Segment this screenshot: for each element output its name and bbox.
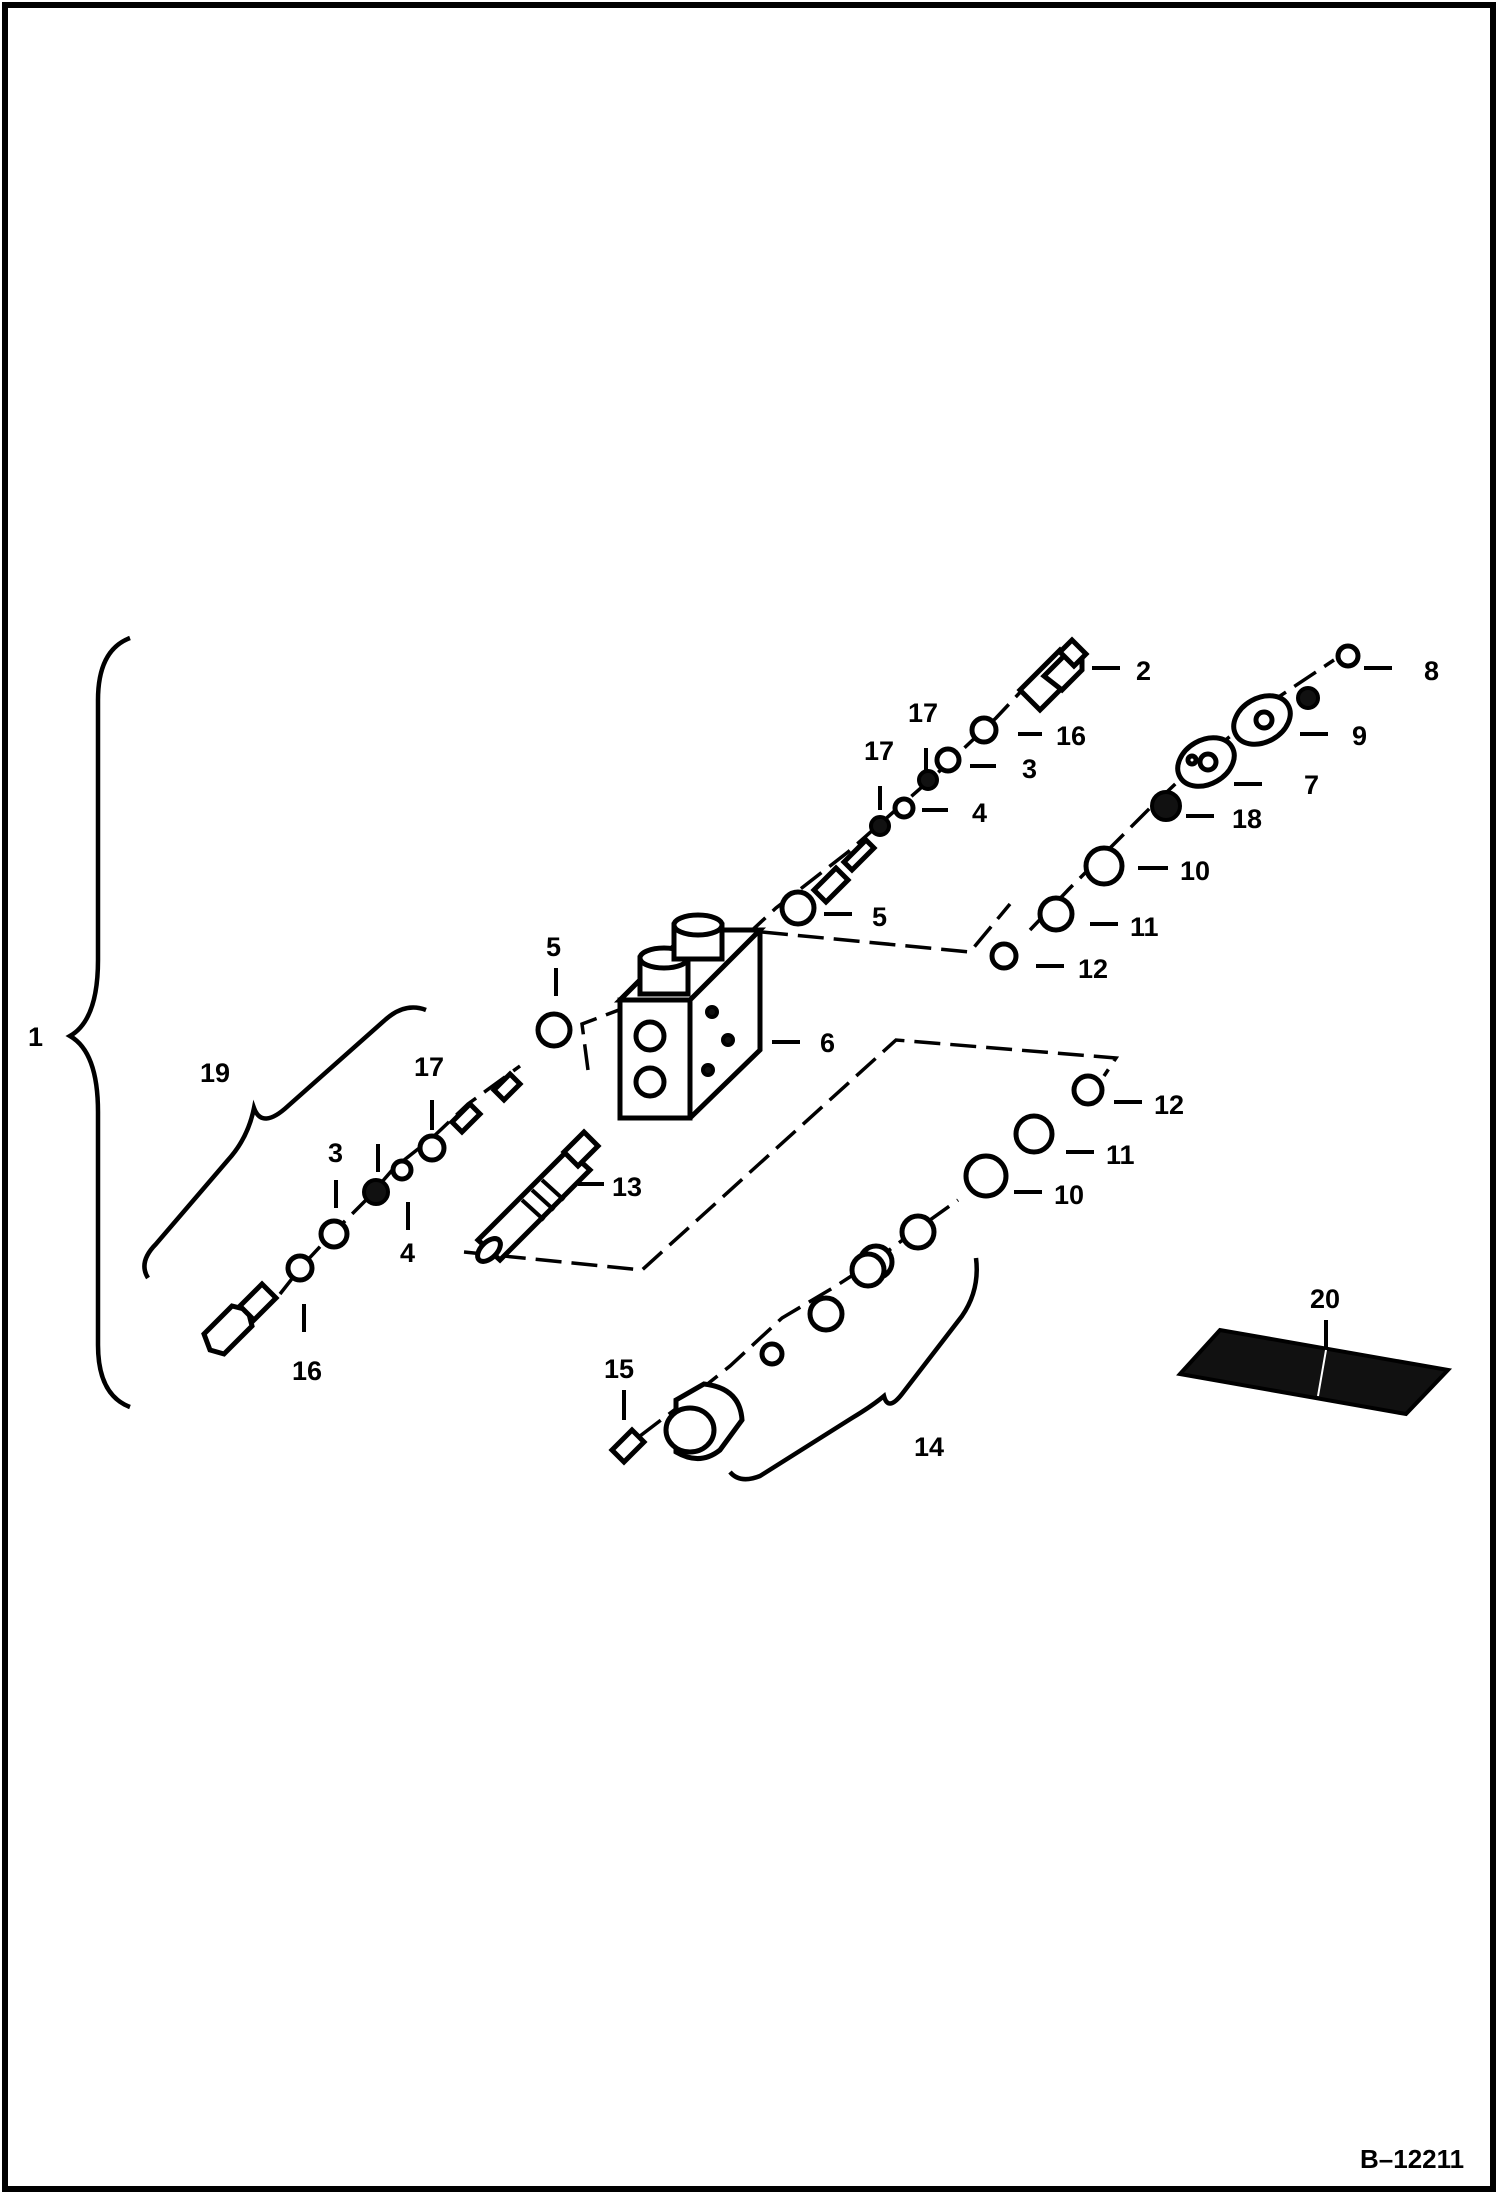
callout-4: 4	[400, 1238, 415, 1268]
callout-11: 11	[1130, 912, 1159, 942]
o-ring	[989, 941, 1019, 971]
o-ring	[535, 1011, 573, 1049]
relief-fitting	[1016, 636, 1090, 714]
seal-ring	[1013, 1113, 1055, 1155]
plug-fitting-left	[201, 1280, 280, 1357]
o-ring	[934, 746, 962, 774]
spring-seat	[807, 1295, 845, 1333]
callout-4: 4	[972, 798, 987, 828]
valve-body	[613, 912, 767, 1121]
callout-11: 11	[1106, 1140, 1135, 1170]
spacer	[759, 1341, 785, 1367]
dash-line-right-stack	[1028, 658, 1335, 932]
brace-assembly-1	[65, 635, 131, 1410]
brace-kit-19	[142, 1005, 427, 1280]
brace-kit-14	[728, 1257, 979, 1482]
callout-2: 2	[1136, 656, 1151, 686]
callout-12: 12	[1154, 1090, 1184, 1120]
callout-5: 5	[546, 932, 561, 962]
o-ring	[1071, 1073, 1105, 1107]
flange-plate-lower	[1175, 735, 1237, 789]
seal-ring	[1037, 895, 1075, 933]
callout-8: 8	[1424, 656, 1439, 686]
callout-17: 17	[908, 698, 938, 728]
callout-6: 6	[820, 1028, 835, 1058]
washer	[1083, 845, 1125, 887]
callout-14: 14	[914, 1432, 944, 1462]
callout-9: 9	[1352, 721, 1367, 751]
backup-ring-left	[362, 1178, 390, 1206]
backup-ring	[869, 815, 891, 837]
callout-13: 13	[612, 1172, 642, 1202]
plug	[1335, 643, 1361, 669]
o-ring	[892, 796, 916, 820]
o-ring	[779, 889, 817, 927]
poppet-left	[490, 1070, 524, 1104]
callout-15: 15	[604, 1354, 634, 1384]
callout-3: 3	[1022, 754, 1037, 784]
callout-17: 17	[864, 736, 894, 766]
end-cap	[663, 1381, 745, 1461]
callout-7: 7	[1304, 770, 1319, 800]
callout-18: 18	[1232, 804, 1262, 834]
callout-5: 5	[872, 902, 887, 932]
flange-plate-upper	[1231, 693, 1293, 747]
figure-id: B–12211	[1360, 2144, 1464, 2174]
valve-spool	[474, 1128, 602, 1264]
decal-kit	[1176, 1327, 1453, 1417]
spring	[840, 836, 878, 874]
callout-10: 10	[1180, 856, 1210, 886]
callout-20: 20	[1310, 1284, 1340, 1314]
o-ring-left	[318, 1218, 350, 1250]
callout-17: 17	[414, 1052, 444, 1082]
centering-spring	[849, 1251, 887, 1289]
dash-line-bottom-loop	[463, 1038, 1120, 1272]
o-ring-dark	[1150, 790, 1182, 822]
spring-seat	[899, 1213, 937, 1251]
callout-1: 1	[28, 1022, 43, 1052]
callout-12: 12	[1078, 954, 1108, 984]
o-ring	[969, 715, 999, 745]
callout-16: 16	[1056, 721, 1086, 751]
washer-left	[285, 1253, 315, 1283]
callout-10: 10	[1054, 1180, 1084, 1210]
callout-16: 16	[292, 1356, 322, 1386]
seal	[1296, 686, 1320, 710]
o-ring-left	[390, 1158, 414, 1182]
spring-left	[448, 1100, 484, 1136]
cap-screw	[608, 1426, 648, 1466]
poppet	[810, 864, 852, 906]
backup-ring	[917, 769, 939, 791]
washer	[963, 1153, 1009, 1199]
callout-19: 19	[200, 1058, 230, 1088]
o-ring-left	[417, 1133, 447, 1163]
callout-3: 3	[328, 1138, 343, 1168]
